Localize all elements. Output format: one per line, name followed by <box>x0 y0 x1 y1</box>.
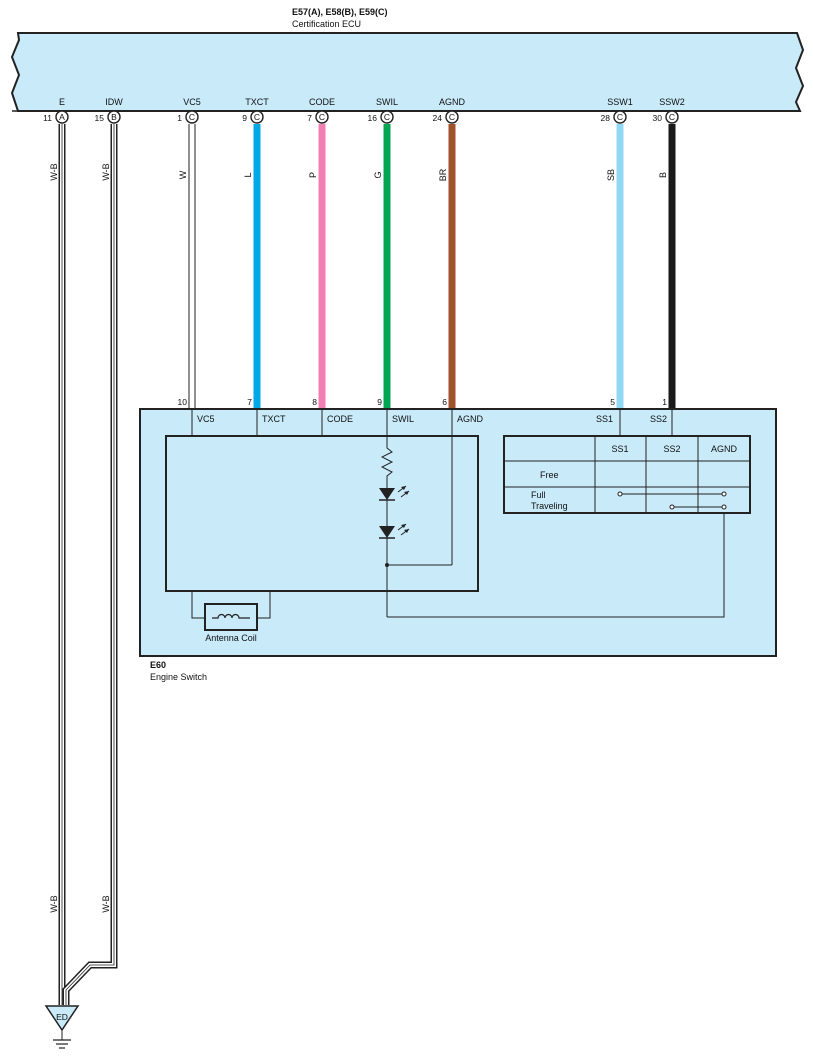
agnd-return-line <box>387 513 725 618</box>
wire-idw-ground <box>62 124 118 1005</box>
svg-text:BR: BR <box>438 168 448 181</box>
ecu-connector-circles: A B C C C C C C C <box>55 110 679 124</box>
svg-text:TXCT: TXCT <box>262 414 286 424</box>
svg-text:B: B <box>658 172 668 178</box>
table-row-free: Free <box>540 470 559 480</box>
svg-text:W-B: W-B <box>101 163 111 180</box>
ecu-terminal-labels: E IDW VC5 TXCT CODE SWIL AGND SSW1 SSW2 <box>59 97 685 107</box>
ground-label: ED <box>56 1012 68 1022</box>
svg-text:W-B: W-B <box>49 895 59 912</box>
ecu-terminal-idw: IDW <box>105 97 123 107</box>
table-row-full: Full <box>531 490 546 500</box>
svg-text:CODE: CODE <box>327 414 353 424</box>
ecu-pin-numbers: 11 15 1 9 7 16 24 28 30 <box>43 113 662 123</box>
wire-color-labels: W-B W-B W L P G BR SB B W-B W-B <box>49 163 668 912</box>
svg-text:C: C <box>669 112 675 122</box>
svg-text:28: 28 <box>601 113 611 123</box>
svg-text:W-B: W-B <box>49 163 59 180</box>
ecu-terminal-code: CODE <box>309 97 335 107</box>
svg-text:8: 8 <box>312 397 317 407</box>
svg-text:SWIL: SWIL <box>392 414 414 424</box>
svg-text:9: 9 <box>377 397 382 407</box>
led-icon <box>379 485 410 501</box>
svg-text:G: G <box>373 171 383 178</box>
ecu-terminal-vc5: VC5 <box>183 97 201 107</box>
ecu-terminal-swil: SWIL <box>376 97 398 107</box>
table-header-agnd: AGND <box>711 444 738 454</box>
module-internal-lines <box>380 436 453 617</box>
svg-text:24: 24 <box>433 113 443 123</box>
svg-text:W-B: W-B <box>101 895 111 912</box>
svg-text:VC5: VC5 <box>197 414 215 424</box>
svg-text:C: C <box>617 112 623 122</box>
switch-position-table: SS1 SS2 AGND Free Full Traveling <box>503 435 751 514</box>
antenna-coil-box <box>204 603 258 631</box>
svg-text:SS2: SS2 <box>650 414 667 424</box>
switch-name: Engine Switch <box>150 672 207 682</box>
svg-text:10: 10 <box>178 397 188 407</box>
svg-text:P: P <box>308 172 318 178</box>
ecu-terminal-txct: TXCT <box>245 97 269 107</box>
table-header-ss1: SS1 <box>611 444 628 454</box>
svg-text:1: 1 <box>662 397 667 407</box>
ecu-connectors: E57(A), E58(B), E59(C) <box>292 7 388 17</box>
svg-text:B: B <box>111 112 117 122</box>
svg-text:6: 6 <box>442 397 447 407</box>
svg-text:5: 5 <box>610 397 615 407</box>
switch-pin-numbers: 10 7 8 9 6 5 1 <box>178 397 668 407</box>
svg-text:AGND: AGND <box>457 414 484 424</box>
svg-text:9: 9 <box>242 113 247 123</box>
switch-code: E60 <box>150 660 166 670</box>
svg-text:C: C <box>449 112 455 122</box>
transponder-module <box>165 435 479 592</box>
svg-text:C: C <box>189 112 195 122</box>
svg-text:SS1: SS1 <box>596 414 613 424</box>
svg-text:11: 11 <box>43 113 52 123</box>
ecu-name: Certification ECU <box>292 19 361 29</box>
ecu-terminal-agnd: AGND <box>439 97 466 107</box>
table-header-ss2: SS2 <box>663 444 680 454</box>
svg-text:16: 16 <box>368 113 378 123</box>
antenna-coil-label: Antenna Coil <box>205 633 257 643</box>
table-row-traveling: Traveling <box>531 501 568 511</box>
svg-text:SB: SB <box>606 169 616 181</box>
svg-text:30: 30 <box>653 113 663 123</box>
svg-text:C: C <box>319 112 325 122</box>
ecu-terminal-ssw1: SSW1 <box>607 97 633 107</box>
coil-icon <box>212 613 250 619</box>
led-icon <box>379 523 410 539</box>
svg-text:W: W <box>178 170 188 179</box>
ground-icon: ED <box>44 1005 80 1049</box>
ecu-terminal-ssw2: SSW2 <box>659 97 685 107</box>
svg-text:L: L <box>243 172 253 177</box>
svg-text:7: 7 <box>247 397 252 407</box>
svg-text:15: 15 <box>95 113 105 123</box>
svg-text:C: C <box>254 112 260 122</box>
switch-terminal-labels: VC5 TXCT CODE SWIL AGND SS1 SS2 <box>197 414 667 424</box>
svg-text:1: 1 <box>177 113 182 123</box>
svg-text:C: C <box>384 112 390 122</box>
svg-text:A: A <box>59 112 65 122</box>
ecu-terminal-e: E <box>59 97 65 107</box>
junction-dot <box>385 563 389 567</box>
svg-text:7: 7 <box>307 113 312 123</box>
